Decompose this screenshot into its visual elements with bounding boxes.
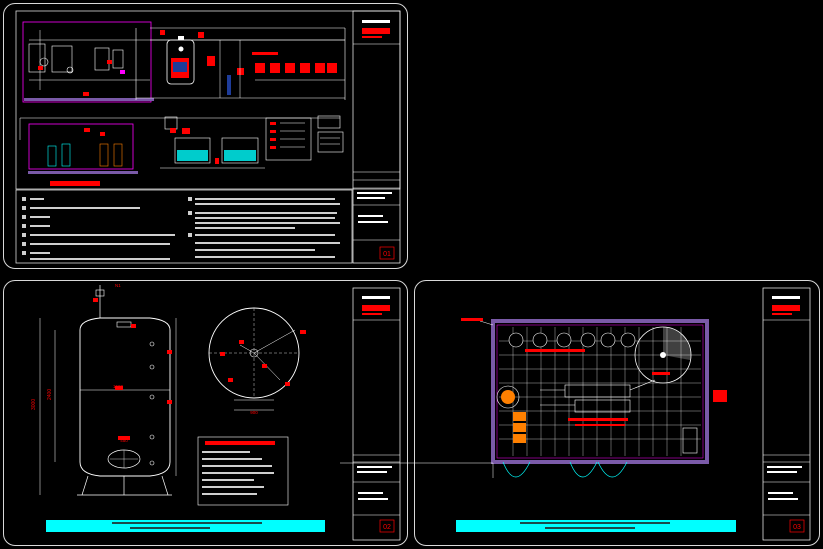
legend-box	[265, 115, 344, 161]
hot-water-tank	[166, 36, 195, 85]
lower-system	[19, 117, 340, 186]
process-diagram: 01	[15, 10, 401, 264]
notes-right	[188, 197, 340, 258]
title-block-1: 01	[352, 10, 401, 264]
sheet-frame-process	[3, 3, 408, 269]
tank-detail: 3000 2400 1500 N1 450 900	[31, 283, 401, 541]
pump-row	[160, 30, 345, 98]
storage-tanks	[160, 116, 265, 169]
plan-piping	[540, 379, 656, 413]
sheet-number-2: 02	[383, 524, 391, 531]
boiler-block	[22, 21, 154, 103]
title-block-2: 02	[352, 287, 401, 541]
dim-straight-height: 2400	[47, 389, 53, 400]
sheet-number-3: 03	[793, 524, 801, 531]
door-swings	[502, 461, 628, 478]
spec-table	[197, 436, 289, 506]
boiler	[496, 385, 526, 443]
plan-tank	[634, 326, 692, 384]
dim-nozzle: N1	[115, 283, 121, 288]
sheet-number-1: 01	[383, 251, 391, 258]
sheet-frame-floorplan	[414, 280, 820, 546]
title-block-3: 03	[762, 287, 811, 541]
sheet-frame-tank	[3, 280, 408, 546]
dim-diameter: 1500	[113, 384, 124, 389]
tank-plan: 900	[208, 307, 306, 415]
tank-elevation: 3000 2400 1500 N1 450	[31, 283, 177, 496]
dim-overall-height: 3000	[31, 399, 37, 410]
heater-row	[508, 332, 636, 348]
dim-base-width: 900	[250, 410, 258, 415]
dim-manhole: 450	[120, 438, 128, 443]
floor-plan: 03	[340, 287, 811, 541]
notes-left	[22, 197, 175, 260]
